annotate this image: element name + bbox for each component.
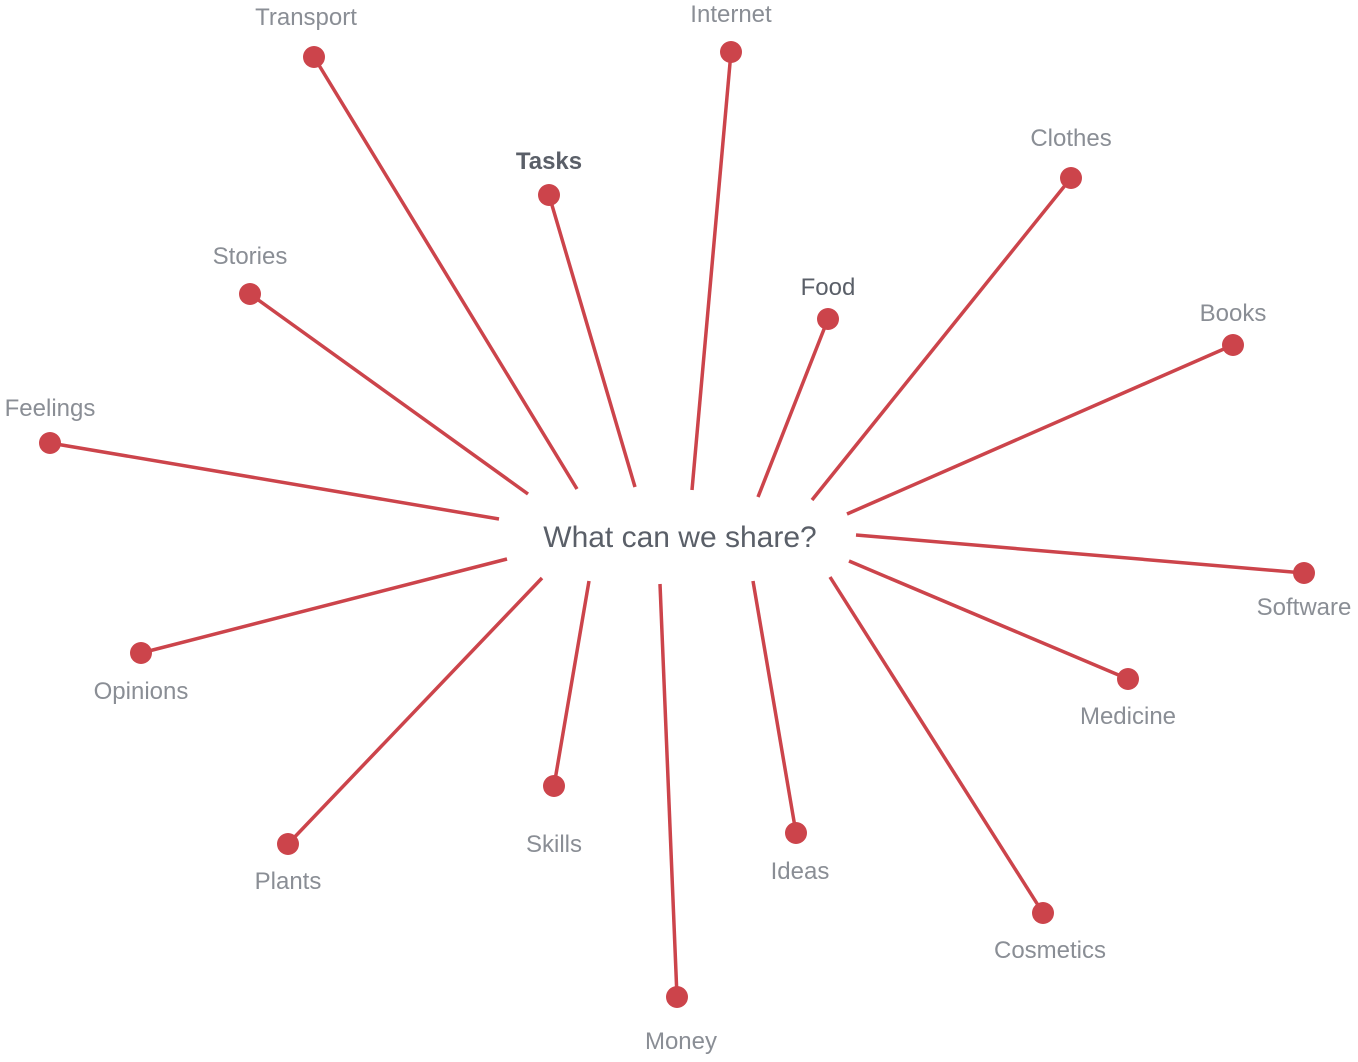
node-dot-plants [277, 833, 299, 855]
node-dot-money [666, 986, 688, 1008]
node-dot-ideas [785, 822, 807, 844]
spoke-internet [690, 51, 733, 491]
spoke-feelings [49, 441, 500, 521]
node-label-food: Food [801, 274, 856, 301]
node-dot-cosmetics [1032, 902, 1054, 924]
node-label-clothes: Clothes [1030, 125, 1111, 152]
node-label-cosmetics: Cosmetics [994, 937, 1106, 964]
node-dot-skills [543, 775, 565, 797]
spoke-food [756, 318, 830, 498]
node-label-skills: Skills [526, 831, 582, 858]
node-dot-food [817, 308, 839, 330]
node-label-medicine: Medicine [1080, 703, 1176, 730]
nodes-group [39, 41, 1315, 1008]
spoke-ideas [751, 580, 798, 834]
spoke-skills [552, 580, 591, 787]
node-dot-internet [720, 41, 742, 63]
spokes-group [49, 51, 1305, 998]
node-label-opinions: Opinions [94, 678, 189, 705]
node-dot-clothes [1060, 167, 1082, 189]
node-label-plants: Plants [255, 868, 322, 895]
spoke-books [846, 343, 1234, 516]
spoke-transport [312, 56, 579, 490]
spoke-money [658, 583, 679, 998]
node-dot-books [1222, 334, 1244, 356]
spoke-plants [286, 576, 544, 846]
node-dot-transport [303, 46, 325, 68]
node-dot-opinions [130, 642, 152, 664]
node-label-stories: Stories [213, 243, 288, 270]
node-dot-stories [239, 283, 261, 305]
node-label-tasks: Tasks [516, 148, 582, 175]
node-label-money: Money [645, 1028, 717, 1055]
node-dot-feelings [39, 432, 61, 454]
spoke-stories [248, 292, 530, 496]
spoke-tasks [547, 194, 637, 488]
spoke-cosmetics [828, 576, 1045, 914]
node-dot-medicine [1117, 668, 1139, 690]
node-label-internet: Internet [690, 1, 772, 28]
node-label-transport: Transport [255, 4, 357, 31]
node-dot-software [1293, 562, 1315, 584]
spoke-opinions [140, 557, 508, 655]
node-label-feelings: Feelings [5, 395, 96, 422]
center-question-label: What can we share? [543, 521, 816, 554]
node-label-ideas: Ideas [771, 858, 830, 885]
node-dot-tasks [538, 184, 560, 206]
spoke-medicine [848, 559, 1129, 681]
spoke-software [855, 533, 1305, 575]
node-label-books: Books [1200, 300, 1267, 327]
spoke-clothes [810, 176, 1073, 502]
node-label-software: Software [1257, 594, 1352, 621]
